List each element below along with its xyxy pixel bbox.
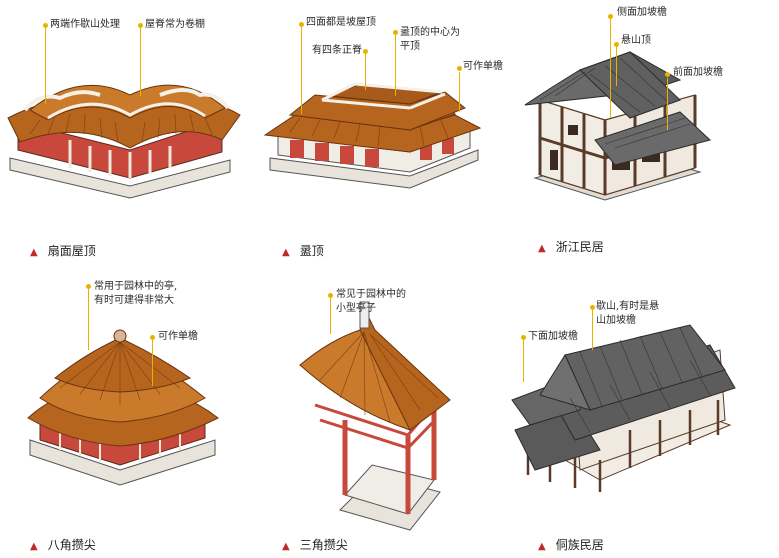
panel-octagonal-pavilion: 常用于园林中的亭, 有时可建得非常大 可作单檐 ▲ 八角攒尖 [0, 270, 260, 558]
leader-dot [328, 293, 333, 298]
annotation-overhanging-gable: 悬山顶 [621, 35, 651, 46]
annotation-four-slopes: 四面都是坡屋顶 [306, 17, 376, 28]
panel-triangular-pavilion: 常见于园林中的 小型亭子 ▲ 三角攒尖 [260, 270, 520, 558]
leader-line [88, 288, 89, 350]
leader-dot [608, 14, 613, 19]
annotation-gable-ends: 两端作歇山处理 [50, 19, 120, 30]
annotation-lower-eave: 下面加坡檐 [528, 331, 578, 342]
leader-line [140, 26, 141, 96]
leader-dot [299, 22, 304, 27]
panel-dong-house: 下面加坡檐 歇山,有时是悬 山加坡檐 ▲ 侗族民居 [511, 270, 779, 558]
leader-line [365, 54, 366, 90]
zhejiang-house-illustration [524, 51, 712, 201]
leader-line [45, 26, 46, 104]
caption-fan-roof: ▲ 扇面屋顶 [30, 242, 96, 259]
caption-octagonal-pavilion: ▲ 八角攒尖 [30, 536, 96, 553]
leader-line [616, 46, 617, 86]
triangle-marker-icon: ▲ [30, 247, 38, 258]
caption-zhejiang-house: ▲ 浙江民居 [538, 238, 604, 255]
annotation-front-eave: 前面加坡檐 [673, 67, 723, 78]
panel-fan-roof: 两端作歇山处理 屋脊常为卷棚 ▲ 扇面屋顶 [0, 0, 260, 260]
octagonal-pavilion-illustration [27, 329, 219, 486]
annotation-rolled-ridge: 屋脊常为卷棚 [145, 19, 205, 30]
leader-dot [590, 305, 595, 310]
caption-text: 侗族民居 [555, 538, 604, 552]
leader-line [592, 310, 593, 350]
leader-dot [138, 23, 143, 28]
leader-line [301, 26, 302, 114]
annotation-xieshan: 歇山,有时是悬 [596, 301, 660, 312]
leader-dot [521, 335, 526, 340]
annotation-small-pavilion-cont: 小型亭子 [336, 303, 376, 314]
leader-line [395, 34, 396, 96]
caption-text: 八角攒尖 [47, 538, 96, 552]
caption-triangular-pavilion: ▲ 三角攒尖 [282, 536, 348, 553]
annotation-four-ridges: 有四条正脊 [312, 45, 362, 56]
caption-dong-house: ▲ 侗族民居 [538, 536, 604, 553]
caption-text: 盝顶 [299, 244, 324, 258]
caption-text: 扇面屋顶 [47, 244, 96, 258]
panel-zhejiang-house: 侧面加坡檐 悬山顶 前面加坡檐 ▲ 浙江民居 [520, 0, 779, 260]
leader-dot [614, 42, 619, 47]
annotation-flat-center: 盝顶的中心为 [400, 27, 460, 38]
annotation-garden-pavilion: 常用于园林中的亭, [94, 281, 178, 292]
leader-dot [665, 72, 670, 77]
caption-text: 浙江民居 [555, 240, 604, 254]
triangle-marker-icon: ▲ [30, 541, 38, 552]
leader-line [152, 340, 153, 386]
leader-dot [457, 66, 462, 71]
annotation-xieshan-cont: 山加坡檐 [596, 315, 636, 326]
annotation-flat-center-cont: 平顶 [400, 41, 420, 52]
panel-luding-roof: 四面都是坡屋顶 盝顶的中心为 平顶 有四条正脊 可作单檐 ▲ 盝顶 [260, 0, 520, 260]
leader-dot [150, 335, 155, 340]
leader-dot [363, 49, 368, 54]
annotation-single-eave: 可作单檐 [463, 61, 503, 72]
leader-dot [86, 284, 91, 289]
annotation-single-eave-pavilion: 可作单檐 [158, 331, 198, 342]
leader-dot [43, 23, 48, 28]
caption-luding-roof: ▲ 盝顶 [282, 242, 324, 259]
triangle-marker-icon: ▲ [538, 243, 546, 254]
leader-dot [393, 30, 398, 35]
luding-roof-illustration [263, 82, 482, 189]
leader-line [459, 72, 460, 112]
leader-line [667, 78, 668, 130]
dong-house-illustration [511, 324, 736, 492]
leader-line [330, 298, 331, 334]
triangle-marker-icon: ▲ [282, 541, 290, 552]
caption-text: 三角攒尖 [299, 538, 348, 552]
annotation-garden-pavilion-cont: 有时可建得非常大 [94, 295, 174, 306]
triangular-pavilion-illustration [299, 301, 451, 531]
annotation-side-eave: 侧面加坡檐 [617, 7, 667, 18]
leader-line [610, 18, 611, 118]
triangle-marker-icon: ▲ [538, 541, 546, 552]
leader-line [523, 340, 524, 382]
fan-roof-illustration [7, 84, 241, 199]
annotation-small-pavilion: 常见于园林中的 [336, 289, 406, 300]
triangle-marker-icon: ▲ [282, 247, 290, 258]
